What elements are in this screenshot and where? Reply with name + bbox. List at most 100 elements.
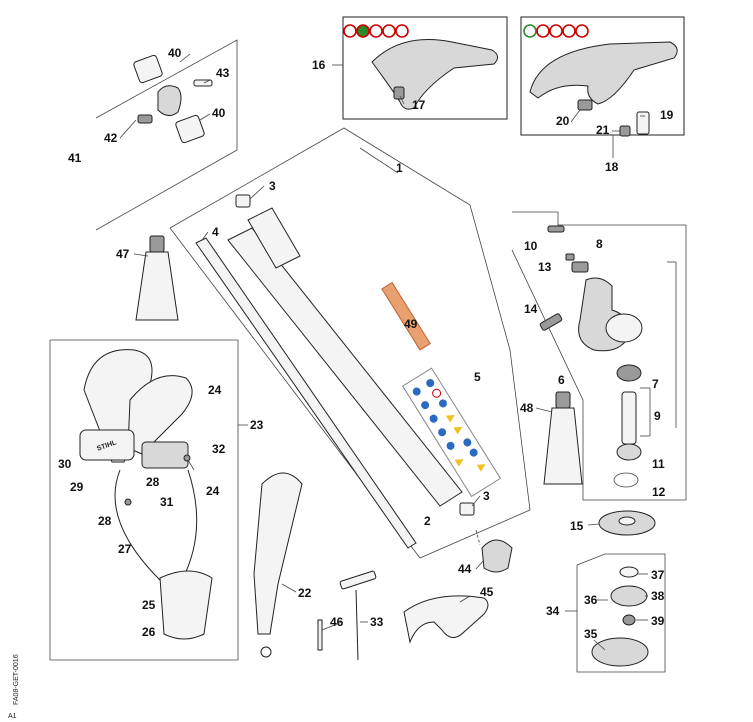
label-37: 37 — [651, 568, 665, 582]
harness-group — [49, 339, 239, 661]
label-44: 44 — [458, 562, 472, 576]
label-24-top: 24 — [208, 383, 222, 397]
label-28-top: 28 — [146, 475, 160, 489]
harness-belt-27 — [114, 469, 161, 581]
screw-8 — [571, 261, 589, 273]
clamp-screw — [137, 114, 153, 124]
nut-13 — [565, 253, 575, 261]
shaft-9 — [621, 391, 637, 445]
label-22: 22 — [298, 586, 312, 600]
combination-wrench-33 — [339, 570, 377, 661]
label-33: 33 — [370, 615, 384, 629]
shroud-screw-17 — [393, 86, 405, 100]
clamp-sleeve-bottom — [175, 114, 205, 144]
hip-pad-26 — [159, 570, 213, 640]
label-23: 23 — [250, 418, 264, 432]
mowing-head-group — [576, 553, 666, 673]
label-18: 18 — [605, 160, 619, 174]
label-36: 36 — [584, 593, 598, 607]
bushing-3-top — [235, 194, 251, 208]
warning-icons-18 — [523, 24, 589, 38]
label-19: 19 — [660, 108, 674, 122]
label-49 — [381, 281, 431, 351]
label-3-top: 3 — [269, 179, 276, 193]
label-29: 29 — [70, 480, 84, 494]
label-10: 10 — [524, 239, 538, 253]
label-12: 12 — [652, 485, 666, 499]
gear-head-group — [511, 211, 687, 501]
spool-38 — [610, 585, 648, 607]
label-6: 6 — [558, 373, 565, 387]
clamp-sleeve-top — [133, 54, 163, 84]
harness-buckle-plate — [141, 441, 189, 469]
screw-10 — [547, 225, 565, 233]
label-35: 35 — [584, 627, 598, 641]
housing-35 — [591, 637, 649, 667]
warning-icons-16 — [343, 24, 409, 38]
shoulder-strap-22 — [253, 472, 303, 635]
screw-14 — [539, 313, 563, 331]
label-38: 38 — [651, 589, 665, 603]
label-27: 27 — [118, 542, 132, 556]
label-21: 21 — [596, 123, 610, 137]
gear-housing-flange — [605, 313, 643, 343]
label-11: 11 — [652, 457, 665, 471]
label-43: 43 — [216, 66, 230, 80]
bearing-11 — [616, 443, 642, 461]
label-2: 2 — [424, 514, 431, 528]
screwdriver-46 — [317, 619, 323, 651]
part-labels: 1 2 3 3 4 5 6 7 8 9 10 11 12 13 14 15 16… — [58, 46, 674, 641]
label-40-bottom: 40 — [212, 106, 226, 120]
grease-tube-47 — [135, 235, 179, 321]
label-30: 30 — [58, 457, 72, 471]
blade-19 — [636, 111, 650, 135]
label-5 — [402, 367, 502, 498]
label-3-bottom: 3 — [483, 489, 490, 503]
label-42: 42 — [104, 131, 118, 145]
harness-strap-right — [127, 375, 193, 455]
harness-belt-right — [181, 469, 198, 581]
label-28-bottom: 28 — [98, 514, 112, 528]
screw-21 — [619, 125, 631, 137]
clamp-body — [157, 85, 182, 116]
clamp-group-bracket — [95, 39, 238, 231]
label-26: 26 — [142, 625, 156, 639]
grease-tube-48 — [543, 391, 583, 485]
drawing-code: FA08-GET-0016 — [13, 654, 20, 705]
mowing-head-bracket — [576, 553, 666, 673]
label-17: 17 — [412, 98, 426, 112]
label-24-bottom: 24 — [206, 484, 220, 498]
nut-39 — [622, 614, 636, 626]
label-32: 32 — [212, 442, 226, 456]
leader-lines — [119, 53, 648, 651]
shroud-18 — [529, 41, 678, 105]
bearing-7 — [616, 364, 642, 382]
shroud-screw-20 — [577, 99, 593, 111]
tube-top — [247, 207, 301, 269]
label-39: 39 — [651, 614, 665, 628]
cap-37 — [619, 566, 639, 578]
harness-bracket — [49, 339, 239, 661]
cap-44 — [481, 539, 513, 573]
clamp-bolt — [193, 79, 213, 87]
tube-2 — [227, 227, 463, 507]
label-34: 34 — [546, 604, 560, 618]
label-48: 48 — [520, 401, 534, 415]
drive-tube-group — [169, 127, 531, 559]
label-5: 5 — [474, 370, 481, 384]
label-15: 15 — [570, 519, 584, 533]
label-7: 7 — [652, 377, 659, 391]
shroud-box-18 — [520, 16, 685, 158]
label-41: 41 — [68, 151, 82, 165]
bushing-3-bottom — [459, 502, 475, 516]
shroud-16 — [371, 39, 498, 110]
label-9: 9 — [654, 409, 661, 423]
label-8: 8 — [596, 237, 603, 251]
corner-mark: A1 — [8, 713, 17, 720]
harness-back-pad — [79, 429, 135, 461]
label-4: 4 — [212, 225, 219, 239]
label-45: 45 — [480, 585, 494, 599]
shroud-box-18-frame — [520, 16, 685, 136]
label-16: 16 — [312, 58, 326, 72]
